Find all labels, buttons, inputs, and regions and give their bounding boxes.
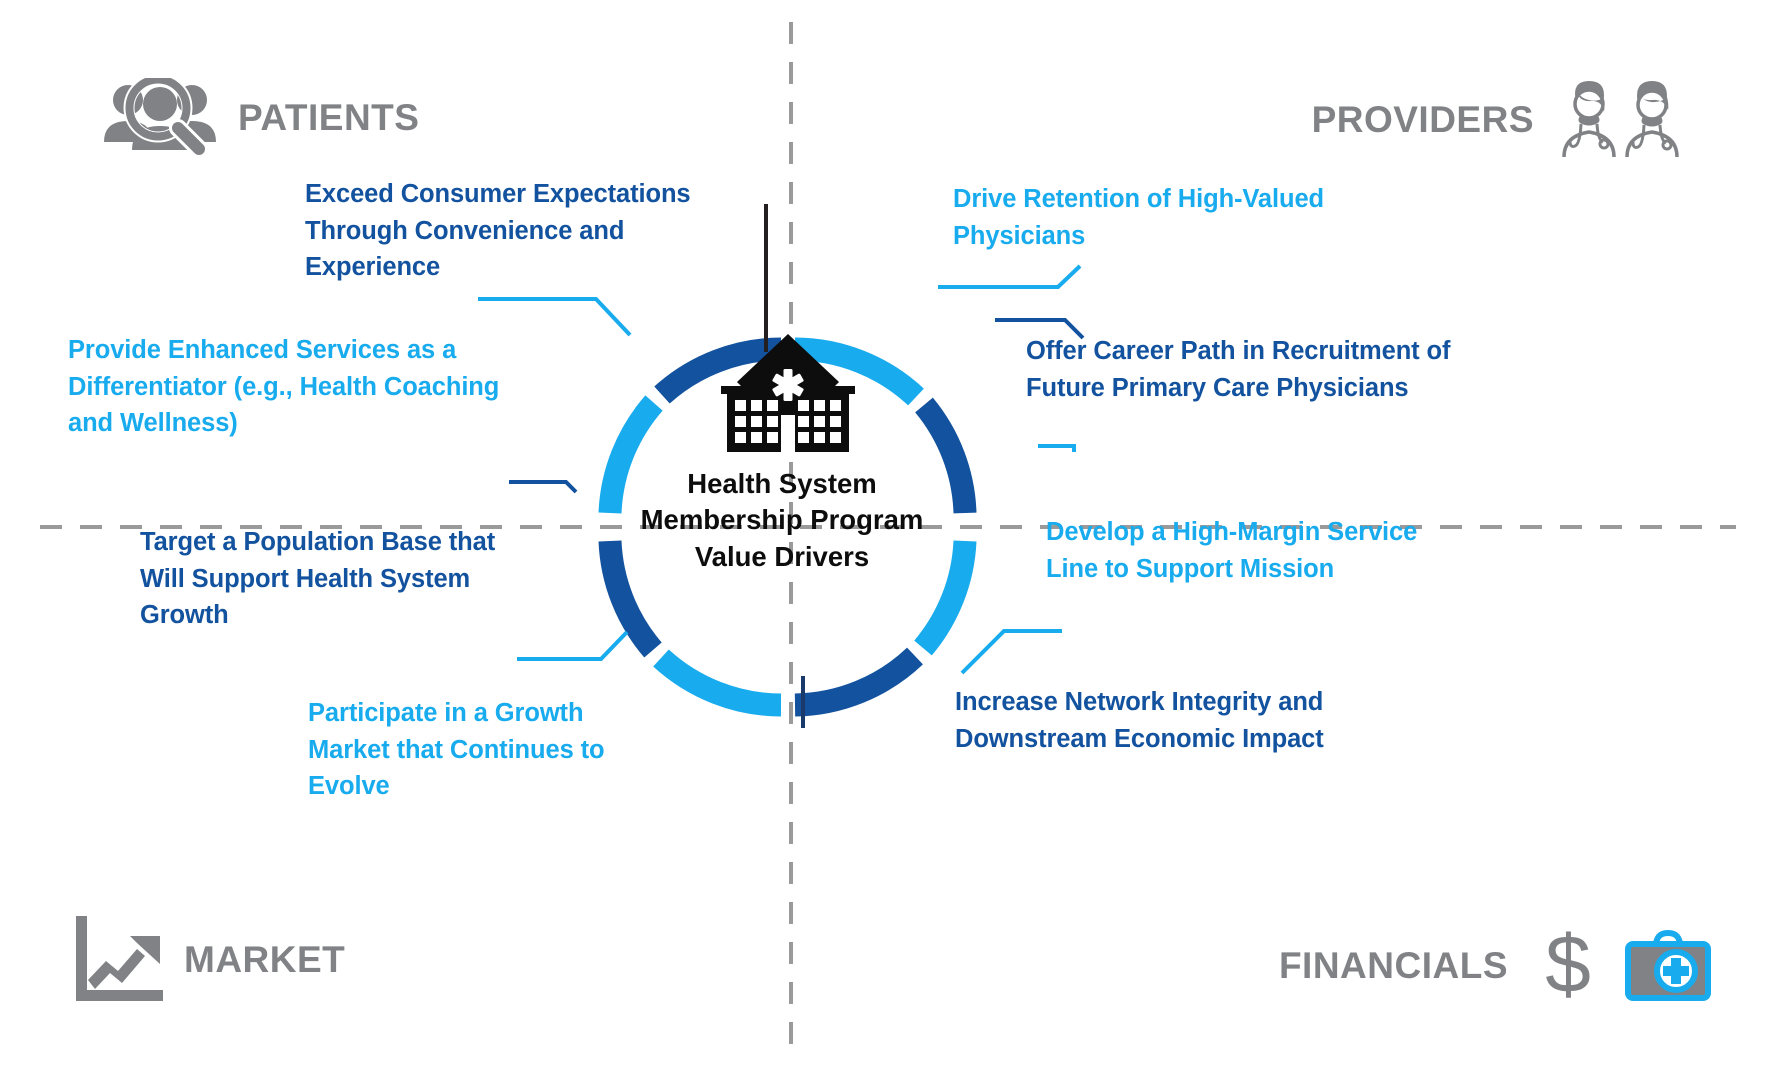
ring-seg-right-lower xyxy=(914,540,977,656)
svg-text:$: $ xyxy=(1545,922,1591,1008)
ring-seg-bottom-left xyxy=(653,649,782,717)
connector-patients-2 xyxy=(478,297,632,337)
quadrant-label-financials: FINANCIALS xyxy=(1278,944,1508,986)
ring-seg-left-upper xyxy=(598,395,663,514)
driver-financials-1: Develop a High-Margin Service Line to Su… xyxy=(1046,518,1418,583)
ring-seg-right-upper xyxy=(915,397,977,514)
driver-market-1: Target a Population Base that Will Suppo… xyxy=(140,528,496,630)
growth-chart-arrow-icon xyxy=(76,916,163,1001)
quadrant-label-market: MARKET xyxy=(184,938,346,980)
driver-patients-2: Provide Enhanced Services as a Different… xyxy=(68,336,500,438)
quadrant-label-providers: PROVIDERS xyxy=(1311,98,1534,140)
medical-bag-icon xyxy=(1625,929,1711,1001)
connector-financials-2 xyxy=(960,629,1062,675)
driver-providers-2: Offer Career Path in Recruitment of Futu… xyxy=(1026,337,1451,402)
quadrant-header-financials: FINANCIALS $ xyxy=(1279,922,1712,1008)
driver-patients-1: Exceed Consumer Expectations Through Con… xyxy=(305,180,691,282)
connector-financials-1 xyxy=(1038,444,1076,452)
ring-seg-top-right xyxy=(794,337,924,406)
center-title-line-1: Health System xyxy=(687,468,877,499)
center-title: Health System Membership Program Value D… xyxy=(637,466,927,575)
driver-providers-1: Drive Retention of High-Valued Physician… xyxy=(953,185,1325,250)
value-ring xyxy=(598,337,977,717)
driver-financials-2: Increase Network Integrity and Downstrea… xyxy=(955,688,1324,753)
dollar-sign-icon: $ xyxy=(1545,922,1591,1008)
connector-providers-2 xyxy=(995,318,1085,340)
quadrant-header-providers: PROVIDERS xyxy=(1312,78,1702,160)
quadrant-header-market: MARKET xyxy=(70,914,345,1004)
quadrant-label-patients: PATIENTS xyxy=(238,96,420,138)
two-doctors-icon xyxy=(1562,81,1679,158)
driver-market-2: Participate in a Growth Market that Cont… xyxy=(308,699,605,801)
people-magnifier-icon xyxy=(104,78,216,156)
ring-seg-left-lower xyxy=(598,540,662,658)
connector-market-1 xyxy=(509,480,578,494)
center-title-line-3: Value Drivers xyxy=(694,540,870,572)
hospital-building-icon xyxy=(721,334,855,452)
ring-seg-bottom-right xyxy=(794,647,923,717)
connector-market-2 xyxy=(517,630,629,661)
quadrant-header-patients: PATIENTS xyxy=(100,78,419,156)
center-title-line-2: Membership Program xyxy=(640,504,924,536)
connector-providers-1 xyxy=(938,264,1082,289)
